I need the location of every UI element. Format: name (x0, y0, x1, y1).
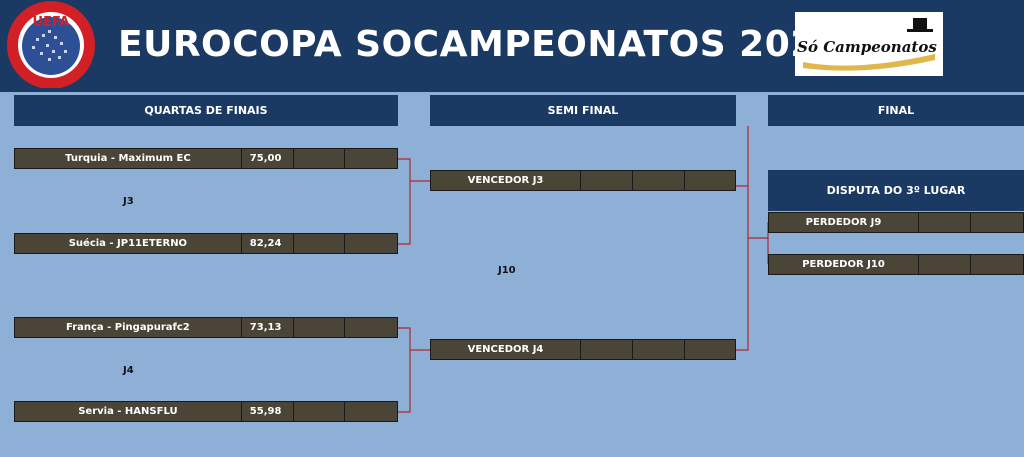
team-score: 73,13 (242, 318, 294, 337)
socampeonatos-logo: Só Campeonatos (795, 12, 943, 76)
empty-cell (685, 340, 735, 359)
empty-cell (919, 255, 971, 274)
team-name: Turquia - Maximum EC (15, 149, 242, 168)
quarter-match-row: Suécia - JP11ETERNO 82,24 (14, 233, 398, 254)
third-place-row: PERDEDOR J9 (768, 212, 1024, 233)
empty-cell (581, 340, 633, 359)
match-label-j10: J10 (498, 265, 516, 276)
team-name: Suécia - JP11ETERNO (15, 234, 242, 253)
team-score: 55,98 (242, 402, 294, 421)
semi-match-row: VENCEDOR J4 (430, 339, 736, 360)
uefa-logo: UEFA (7, 1, 95, 88)
third-place-row: PERDEDOR J10 (768, 254, 1024, 275)
team-score: 75,00 (242, 149, 294, 168)
quarter-match-row: Turquia - Maximum EC 75,00 (14, 148, 398, 169)
empty-cell (971, 255, 1023, 274)
team-name: PERDEDOR J9 (769, 213, 919, 232)
team-name: PERDEDOR J10 (769, 255, 919, 274)
socampeonatos-logo-text: Só Campeonatos (797, 38, 937, 56)
quarter-match-row: França - Pingapurafc2 73,13 (14, 317, 398, 338)
column-header-final: FINAL (768, 95, 1024, 126)
team-name: Servia - HANSFLU (15, 402, 242, 421)
team-name: França - Pingapurafc2 (15, 318, 242, 337)
third-place-header: DISPUTA DO 3º LUGAR (768, 170, 1024, 211)
page-title: EUROCOPA SOCAMPEONATOS 2020 (118, 24, 842, 65)
empty-cell (633, 171, 685, 190)
team-name: VENCEDOR J3 (431, 171, 581, 190)
empty-cell (919, 213, 971, 232)
team-name: VENCEDOR J4 (431, 340, 581, 359)
uefa-logo-text: UEFA (33, 15, 70, 30)
match-label-j4: J4 (123, 365, 134, 376)
empty-cell (294, 402, 346, 421)
empty-cell (345, 149, 397, 168)
empty-cell (345, 402, 397, 421)
column-header-semis: SEMI FINAL (430, 95, 736, 126)
column-header-quarters: QUARTAS DE FINAIS (14, 95, 398, 126)
quarter-match-row: Servia - HANSFLU 55,98 (14, 401, 398, 422)
empty-cell (971, 213, 1023, 232)
semi-match-row: VENCEDOR J3 (430, 170, 736, 191)
empty-cell (685, 171, 735, 190)
empty-cell (633, 340, 685, 359)
empty-cell (345, 234, 397, 253)
empty-cell (294, 149, 346, 168)
header-banner: UEFA EUROCOPA SOCAMPEONATOS 2020 Só Camp… (0, 0, 1024, 92)
team-score: 82,24 (242, 234, 294, 253)
empty-cell (294, 318, 346, 337)
empty-cell (294, 234, 346, 253)
match-label-j3: J3 (123, 196, 134, 207)
empty-cell (345, 318, 397, 337)
empty-cell (581, 171, 633, 190)
